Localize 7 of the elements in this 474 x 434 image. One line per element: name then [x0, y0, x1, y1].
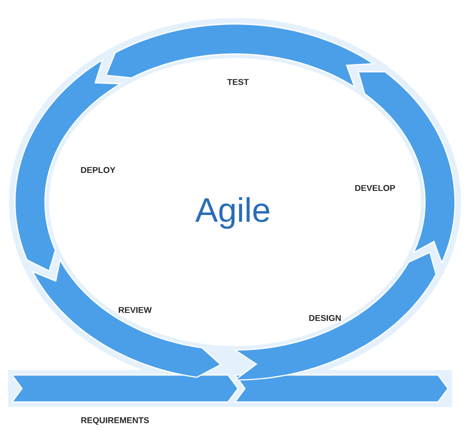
title: Agile [195, 197, 270, 229]
stage-label: REQUIREMENTS [81, 417, 149, 425]
stage-label: TEST [227, 79, 249, 85]
stage-label: DEVELOP [355, 185, 396, 191]
stage-label: REVIEW [118, 307, 152, 313]
stage-label: DEPLOY [81, 167, 116, 173]
stage-label: DESIGN [309, 315, 341, 321]
